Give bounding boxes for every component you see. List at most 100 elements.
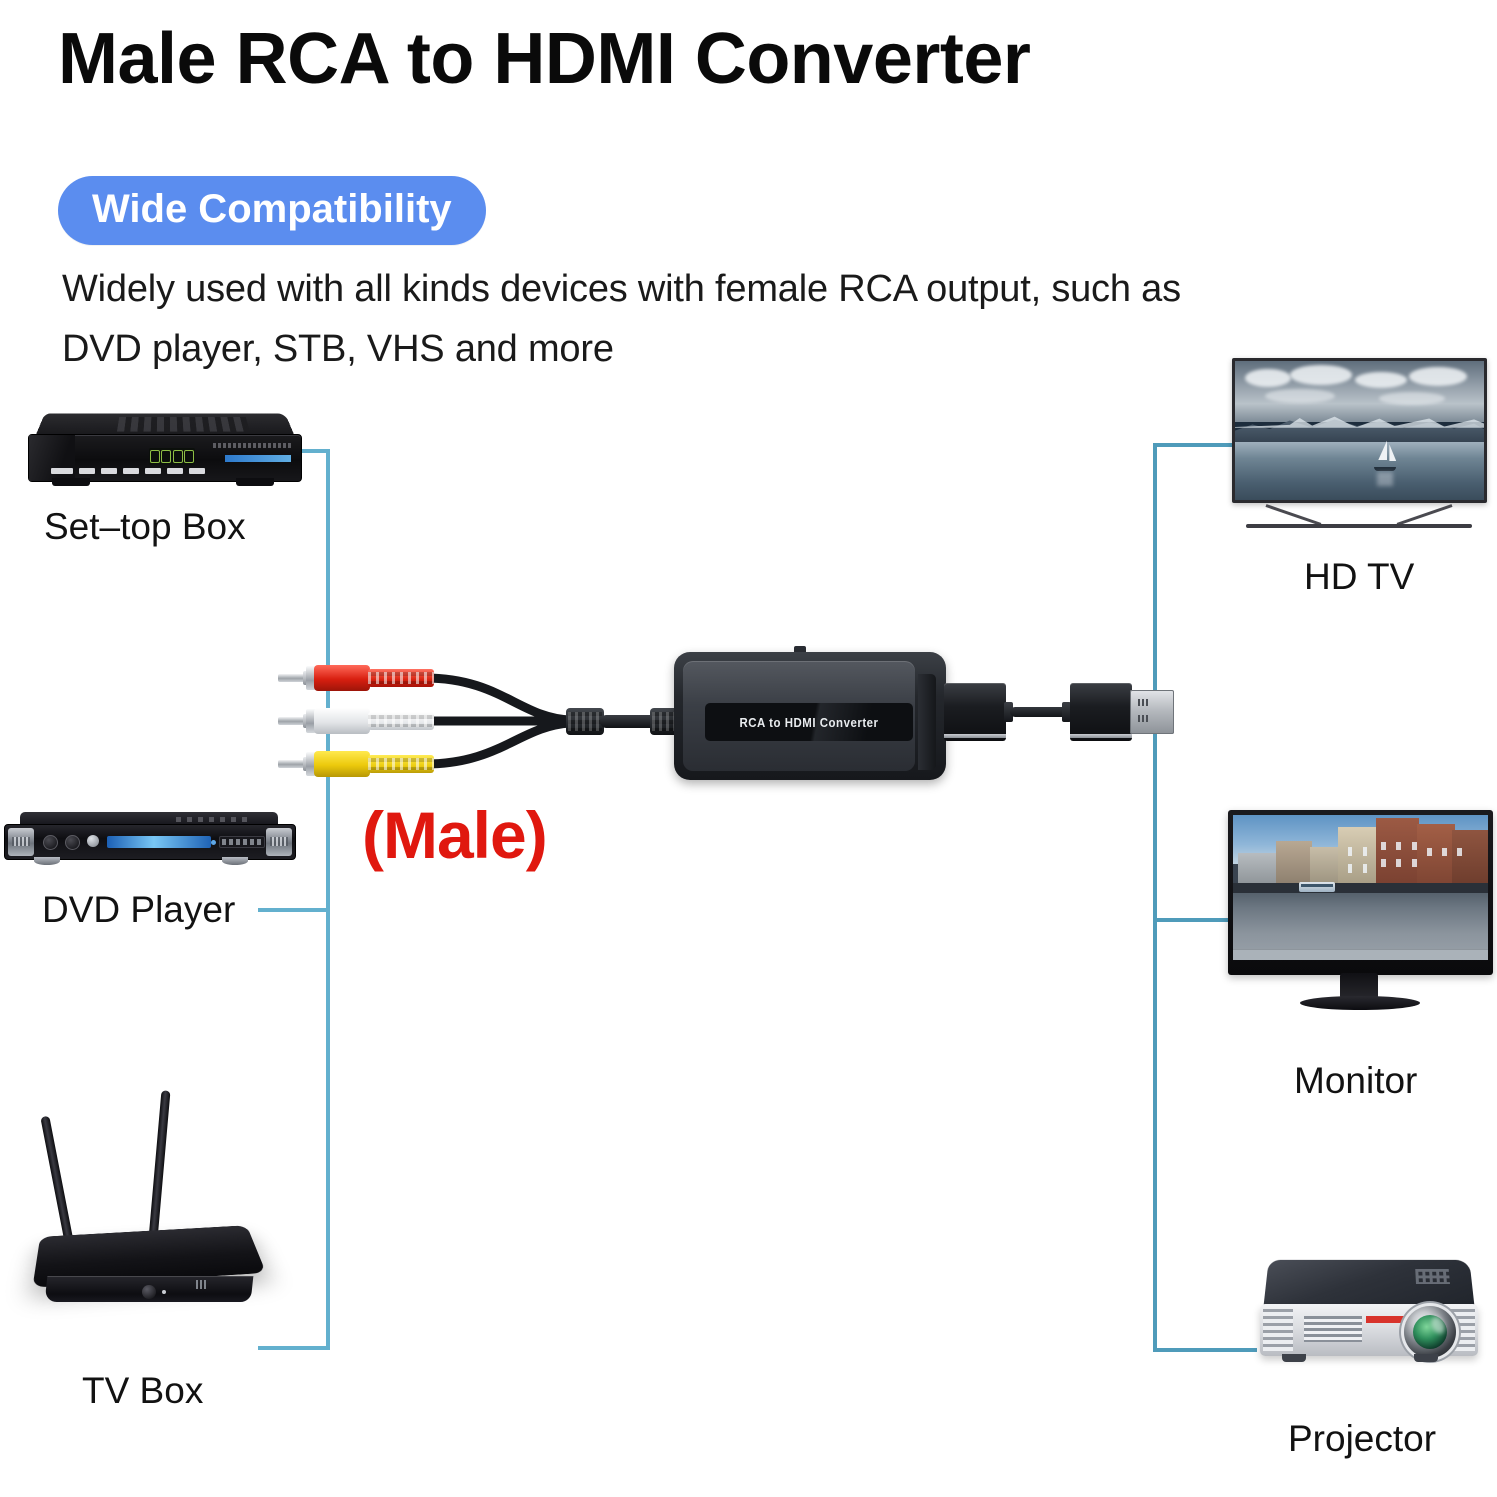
rca-yellow-body: [314, 751, 370, 777]
dvd-player-indicator-led: [211, 840, 216, 845]
hdmi-strain-relief-far: [1062, 702, 1071, 722]
dvd-player-knob-2: [65, 835, 80, 850]
male-annotation: (Male): [362, 798, 548, 872]
dvd-player-power-button: [87, 835, 99, 847]
monitor-stand-neck: [1340, 973, 1378, 999]
description-line-2: DVD player, STB, VHS and more: [62, 328, 614, 370]
rca-white-body: [314, 708, 370, 734]
dvd-player-knob-1: [43, 835, 58, 850]
device-set-top-box: [18, 412, 308, 492]
tv-box-antenna-right: [148, 1090, 171, 1246]
monitor-screen: [1233, 815, 1488, 960]
projector-red-stripe: [1366, 1316, 1418, 1323]
converter-right-edge: [918, 674, 936, 770]
converter-top-nub: [794, 646, 806, 655]
set-top-box-logo-strip: [225, 455, 291, 462]
converter-shell: RCA to HDMI Converter: [674, 652, 946, 780]
set-top-box-led-display: [149, 448, 195, 465]
hd-tv-water: [1235, 441, 1484, 500]
output-branch-hd-tv: [1153, 443, 1249, 447]
set-top-box-foot-right: [236, 478, 274, 486]
dvd-player-top-vents: [176, 817, 248, 822]
rca-plug-yellow: [278, 749, 438, 779]
hdmi-cable-cord: [1010, 707, 1068, 717]
set-top-box-buttons: [51, 468, 205, 474]
tv-box-ir-receiver: [196, 1280, 208, 1289]
monitor-bus: [1299, 881, 1335, 892]
dvd-player-right-cap: [266, 828, 292, 856]
device-rca-to-hdmi-converter: RCA to HDMI Converter: [674, 646, 954, 786]
label-tv-box: TV Box: [82, 1370, 204, 1411]
monitor-stand-base: [1300, 996, 1420, 1010]
hdmi-connector-shell-far: [1070, 683, 1132, 741]
rca-white-boot: [368, 712, 434, 730]
projector-foot-right: [1414, 1354, 1438, 1362]
projector-control-pad: [1415, 1269, 1450, 1284]
hd-tv-sail-jib: [1389, 444, 1397, 462]
monitor-road: [1233, 893, 1488, 960]
hdmi-connector-shell-near: [944, 683, 1006, 741]
hd-tv-sail-main: [1378, 440, 1388, 461]
monitor-shopfronts: [1233, 883, 1488, 894]
rca-yellow-pin: [278, 757, 310, 771]
label-projector: Projector: [1288, 1418, 1437, 1459]
rca-white-ring: [306, 709, 316, 733]
input-bus-vertical-line: [326, 449, 330, 1350]
hd-tv-boat-reflection: [1376, 472, 1393, 487]
rca-red-pin: [278, 671, 310, 685]
rca-yellow-boot: [368, 755, 434, 773]
set-top-box-bevel: [29, 435, 75, 481]
rca-yellow-ring: [306, 752, 316, 776]
tv-box-power-led: [142, 1285, 156, 1299]
projector-lens: [1404, 1306, 1456, 1358]
page-title: Male RCA to HDMI Converter: [58, 19, 1031, 99]
dvd-player-left-cap: [8, 828, 34, 856]
output-branch-monitor: [1153, 918, 1239, 922]
hdmi-plug-tip: [1130, 690, 1174, 734]
rca-cable-sleeve-a: [566, 708, 604, 735]
description-line-1: Widely used with all kinds devices with …: [62, 268, 1181, 310]
device-hd-tv: [1232, 358, 1490, 533]
dvd-player-front-panel: [4, 824, 296, 860]
hd-tv-base-bar: [1246, 524, 1472, 528]
feature-badge: Wide Compatibility: [58, 176, 486, 245]
label-monitor: Monitor: [1294, 1060, 1418, 1101]
hd-tv-boat-hull: [1374, 466, 1397, 471]
device-monitor: [1228, 810, 1496, 1010]
dvd-player-foot-left: [34, 857, 60, 865]
input-branch-dvd-player: [258, 908, 330, 912]
projector-body: [1260, 1304, 1478, 1358]
monitor-pavement: [1233, 949, 1488, 960]
dvd-player-display: [219, 836, 265, 848]
input-branch-tv-box: [258, 1346, 330, 1350]
set-top-box-brand-text: [213, 443, 291, 448]
device-projector: [1248, 1258, 1488, 1388]
device-tv-box: [20, 1090, 310, 1330]
rca-cable-trunk: [600, 715, 658, 728]
input-branch-set-top-box: [276, 449, 330, 453]
hd-tv-leg-left: [1265, 504, 1322, 526]
set-top-box-vents: [116, 416, 250, 432]
rca-red-boot: [368, 669, 434, 687]
converter-face-plate: RCA to HDMI Converter: [683, 661, 915, 771]
set-top-box-foot-left: [52, 478, 90, 486]
device-dvd-player: [4, 812, 296, 870]
rca-red-body: [314, 665, 370, 691]
dvd-player-disc-tray: [107, 836, 211, 848]
rca-white-pin: [278, 714, 310, 728]
dvd-player-top-panel: [20, 812, 278, 826]
hd-tv-stand: [1246, 504, 1472, 530]
rca-plug-red: [278, 663, 438, 693]
output-branch-projector: [1153, 1348, 1257, 1352]
label-dvd-player: DVD Player: [42, 889, 236, 930]
projector-foot-left: [1282, 1354, 1306, 1362]
tv-box-status-dot: [162, 1290, 166, 1294]
rca-red-ring: [306, 666, 316, 690]
hd-tv-screen: [1235, 361, 1484, 500]
projector-fins-left: [1263, 1309, 1293, 1351]
label-hd-tv: HD TV: [1304, 556, 1415, 597]
output-bus-vertical-line: [1153, 443, 1157, 1350]
converter-model-label-text: RCA to HDMI Converter: [739, 714, 879, 730]
label-set-top-box: Set–top Box: [44, 506, 246, 547]
